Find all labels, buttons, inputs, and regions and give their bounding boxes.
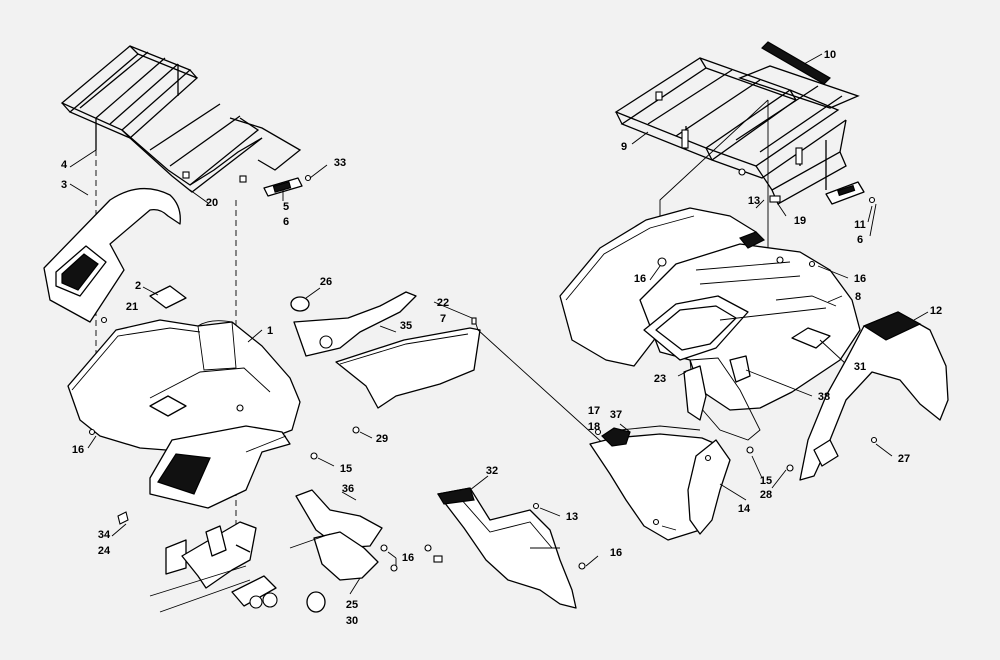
callout-27: 27	[898, 453, 910, 465]
callout-36: 36	[342, 483, 354, 495]
callout-31: 31	[854, 361, 866, 373]
callout-10: 10	[824, 49, 836, 61]
callout-37: 37	[610, 409, 622, 421]
callout-28: 28	[760, 489, 772, 501]
clip-30	[306, 591, 326, 613]
callout-18: 18	[588, 421, 600, 433]
callout-16: 16	[610, 547, 622, 559]
callout-16: 16	[72, 444, 84, 456]
bracket-23	[683, 365, 707, 421]
mudflap-14	[687, 439, 731, 535]
callout-4: 4	[61, 159, 68, 171]
callout-15: 15	[340, 463, 352, 475]
side-panel-7	[293, 291, 481, 409]
callout-23: 23	[654, 373, 666, 385]
callout-6: 6	[283, 216, 289, 228]
callout-12: 12	[930, 305, 942, 317]
callout-17: 17	[588, 405, 600, 417]
frame-lower-front	[149, 521, 278, 613]
callout-19: 19	[794, 215, 806, 227]
callout-2: 2	[135, 280, 141, 292]
rear-body-8	[559, 207, 861, 441]
callout-7: 7	[440, 313, 446, 325]
callout-13: 13	[748, 195, 760, 207]
front-body-1	[67, 319, 301, 509]
callout-21: 21	[126, 301, 138, 313]
callout-16: 16	[854, 273, 866, 285]
callout-33: 33	[334, 157, 346, 169]
callout-16: 16	[634, 273, 646, 285]
callout-29: 29	[376, 433, 388, 445]
bracket-38	[729, 355, 751, 383]
callout-20: 20	[206, 197, 218, 209]
callout-24: 24	[98, 545, 111, 557]
bracket-11	[825, 181, 876, 205]
bracket-36	[289, 489, 398, 581]
callout-9: 9	[621, 141, 627, 153]
callout-35: 35	[400, 320, 412, 332]
splash-guard-32	[437, 487, 577, 609]
callout-38: 38	[818, 391, 830, 403]
callout-32: 32	[486, 465, 498, 477]
callout-26: 26	[320, 276, 332, 288]
rear-fender-12	[799, 311, 949, 481]
callout-15: 15	[760, 475, 772, 487]
callout-34: 34	[98, 529, 111, 541]
tube-10	[761, 41, 831, 85]
front-rack	[60, 45, 302, 193]
rear-rack	[614, 57, 860, 205]
ring-26	[290, 296, 310, 312]
callout-3: 3	[61, 179, 67, 191]
callout-14: 14	[738, 503, 751, 515]
callout-6: 6	[857, 234, 863, 246]
callout-30: 30	[346, 615, 358, 627]
callout-11: 11	[854, 219, 866, 231]
callout-22: 22	[437, 297, 449, 309]
bracket-5	[263, 174, 312, 197]
callout-1: 1	[267, 325, 273, 337]
callout-16: 16	[402, 552, 414, 564]
callout-25: 25	[346, 599, 358, 611]
callout-13: 13	[566, 511, 578, 523]
callout-5: 5	[283, 201, 289, 213]
callout-8: 8	[855, 291, 861, 303]
front-fender-3	[43, 187, 181, 323]
pad-2	[149, 285, 187, 309]
